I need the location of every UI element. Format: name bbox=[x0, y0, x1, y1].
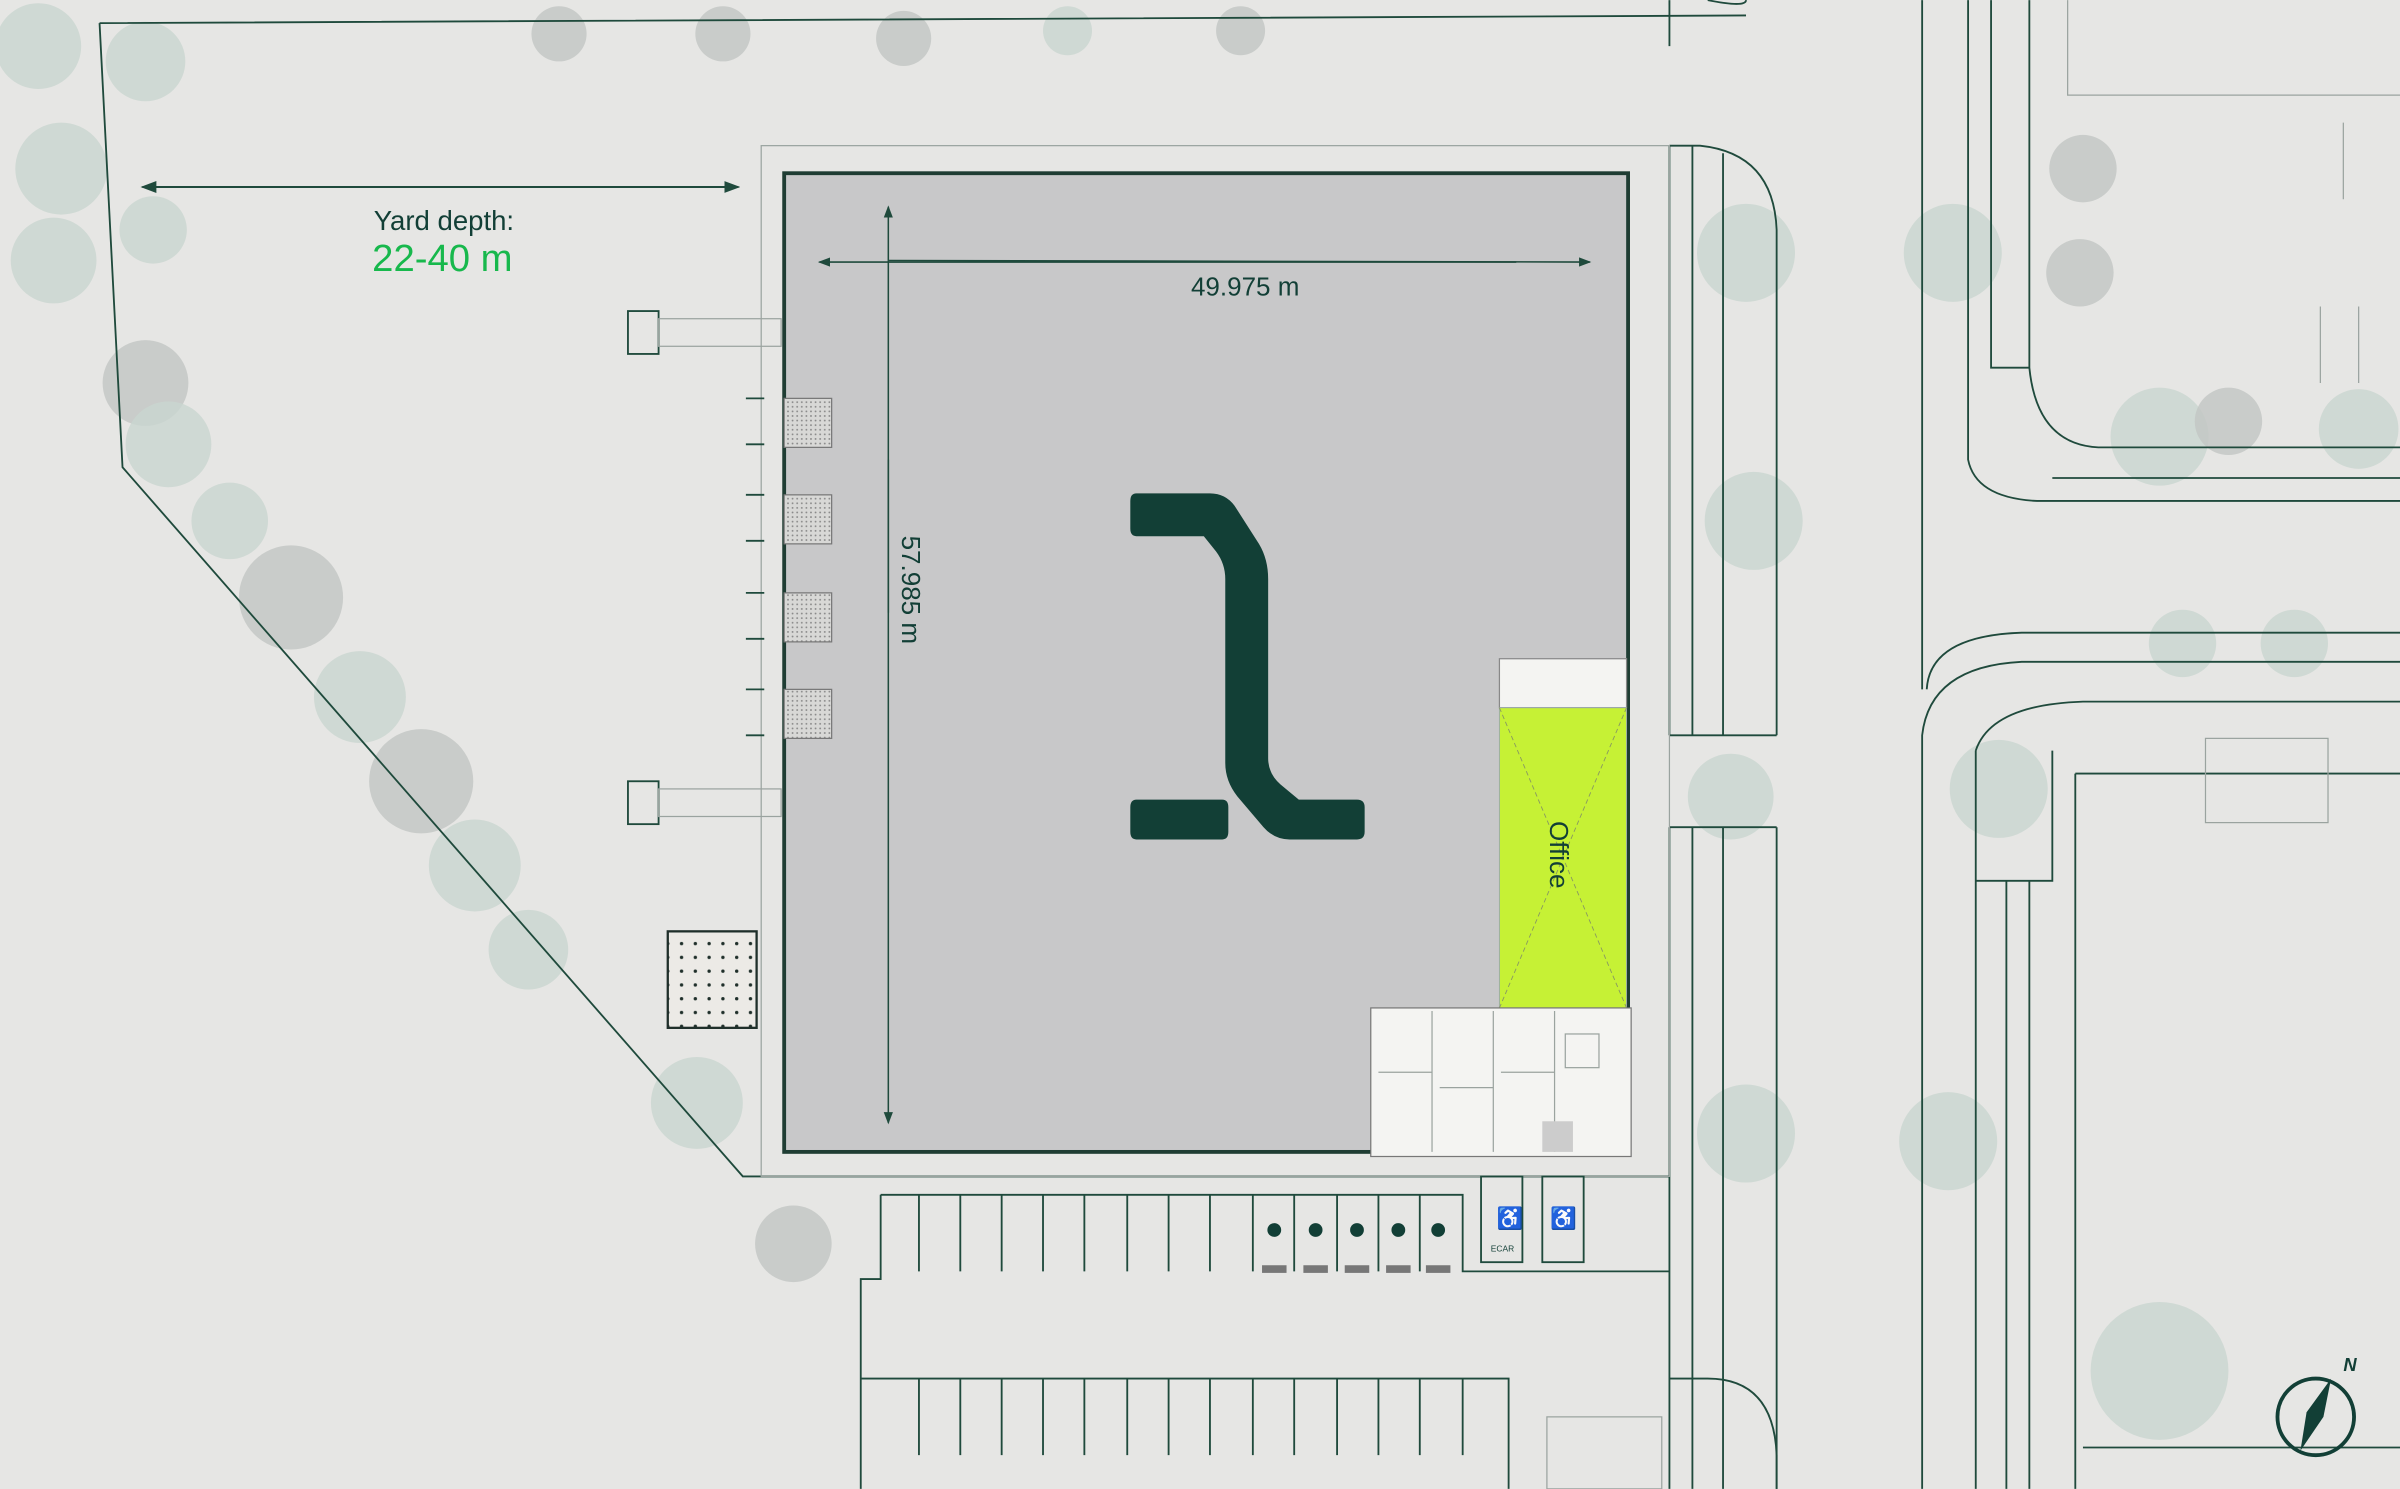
circle-shape bbox=[1308, 1223, 1323, 1237]
circle-shape bbox=[1899, 1092, 1998, 1191]
trees bbox=[0, 3, 2399, 1440]
rect-shape bbox=[760, 145, 1671, 1178]
circle-shape bbox=[1704, 471, 1803, 570]
rect-shape bbox=[627, 780, 660, 826]
circle-shape bbox=[2318, 389, 2399, 469]
rect-shape bbox=[1344, 1265, 1370, 1273]
ev-charger-icons bbox=[1262, 1223, 1451, 1273]
path-shape bbox=[918, 1378, 1464, 1456]
circle-shape bbox=[755, 1205, 832, 1283]
circle-shape bbox=[2148, 609, 2217, 678]
circle-shape bbox=[125, 401, 212, 488]
circle-shape bbox=[313, 651, 406, 743]
rect-shape bbox=[783, 397, 833, 448]
circle-shape bbox=[1043, 6, 1093, 56]
path-shape bbox=[918, 1194, 1421, 1272]
circle-shape bbox=[238, 545, 344, 650]
circle-shape bbox=[531, 6, 587, 62]
circle-shape bbox=[105, 21, 186, 102]
path-shape bbox=[1921, 0, 2400, 690]
rect-shape bbox=[657, 788, 782, 818]
rect-shape bbox=[783, 494, 833, 545]
yard-depth-value: 22-40 m bbox=[372, 237, 512, 280]
rect-shape bbox=[1262, 1265, 1287, 1273]
rect-shape bbox=[1386, 1265, 1411, 1273]
rect-shape bbox=[657, 318, 782, 347]
stair-core bbox=[1498, 658, 1628, 709]
yard-depth-label: Yard depth: bbox=[374, 205, 514, 236]
circle-shape bbox=[2110, 387, 2209, 486]
rect-shape bbox=[1480, 1175, 1524, 1264]
path-shape bbox=[1921, 660, 2400, 1489]
path-shape bbox=[1499, 707, 1627, 1009]
path-shape bbox=[2067, 0, 2400, 384]
rect-shape bbox=[783, 688, 833, 739]
path-shape bbox=[1378, 1010, 1556, 1152]
circle-shape bbox=[2090, 1301, 2229, 1440]
parking-lot: ♿ ♿ ECAR bbox=[859, 1175, 1670, 1489]
north-arrow-icon: N bbox=[2275, 1354, 2357, 1458]
circle-shape bbox=[1697, 203, 1796, 302]
circle-shape bbox=[1350, 1223, 1364, 1237]
circle-shape bbox=[119, 196, 187, 264]
path-shape bbox=[745, 397, 765, 737]
roads bbox=[1546, 0, 2400, 1489]
rect-shape bbox=[1542, 1121, 1573, 1152]
path-shape bbox=[859, 1193, 1670, 1489]
rect-shape bbox=[2204, 737, 2329, 824]
rect-shape bbox=[1546, 1416, 1663, 1489]
circle-shape bbox=[191, 482, 269, 560]
width-dimension: 49.975 m bbox=[1191, 272, 1299, 302]
circle-shape bbox=[2194, 387, 2263, 456]
path-shape bbox=[1669, 1377, 1778, 1489]
path-shape bbox=[1990, 0, 2400, 479]
circle-shape bbox=[488, 909, 569, 990]
circle-shape bbox=[369, 729, 474, 834]
rect-shape bbox=[627, 310, 660, 355]
circle-shape bbox=[1687, 753, 1774, 840]
circle-shape bbox=[1949, 739, 2048, 838]
accessible-parking-icon: ♿ bbox=[1550, 1205, 1577, 1230]
circle-shape bbox=[1903, 203, 2002, 302]
circle-shape bbox=[695, 6, 751, 62]
circle-shape bbox=[1697, 1084, 1796, 1183]
loading-docks bbox=[627, 310, 833, 1029]
circle-shape bbox=[1267, 1223, 1282, 1237]
path-shape bbox=[2300, 1378, 2332, 1451]
circle-shape bbox=[15, 122, 108, 215]
circle-shape bbox=[2049, 134, 2117, 203]
path-shape bbox=[1975, 750, 2400, 1489]
office-label: Office bbox=[1544, 821, 1574, 888]
north-label: N bbox=[2343, 1354, 2357, 1375]
circle-shape bbox=[0, 3, 82, 89]
rect-shape bbox=[666, 930, 758, 1029]
length-dimension: 57.985 m bbox=[896, 536, 926, 644]
amenities-block bbox=[1370, 1007, 1632, 1158]
circle-shape bbox=[2260, 609, 2329, 678]
circle-shape bbox=[2046, 239, 2114, 307]
accessible-parking-icon: ♿ bbox=[1497, 1205, 1524, 1230]
rect-shape bbox=[1564, 1033, 1600, 1069]
circle-shape bbox=[1431, 1223, 1446, 1237]
circle-shape bbox=[10, 217, 97, 304]
circle-shape bbox=[1391, 1223, 1406, 1237]
rect-shape bbox=[1303, 1265, 1328, 1273]
rect-shape bbox=[1425, 1265, 1451, 1273]
rect-shape bbox=[783, 592, 833, 643]
circle-shape bbox=[1216, 6, 1266, 56]
circle-shape bbox=[876, 10, 932, 67]
circle-shape bbox=[2275, 1376, 2356, 1458]
rect-shape bbox=[1541, 1175, 1585, 1264]
warehouse-building bbox=[782, 171, 1630, 1154]
brand-logo bbox=[1130, 493, 1365, 840]
circle-shape bbox=[650, 1056, 743, 1149]
ecar-label: ECAR bbox=[1491, 1243, 1514, 1253]
path-shape bbox=[1668, 0, 1747, 47]
